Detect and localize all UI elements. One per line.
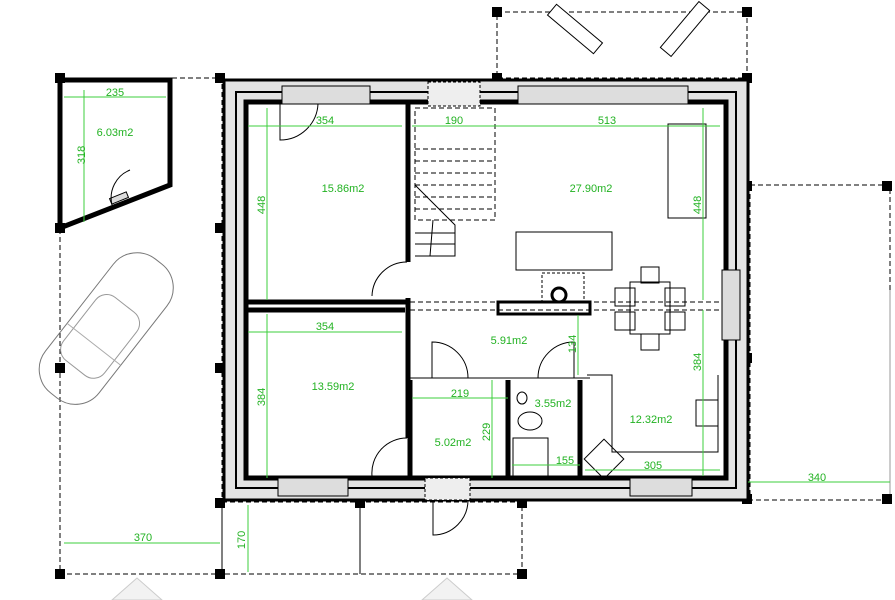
bedroom-top-depth-label: 448 — [256, 196, 268, 214]
shed-area-label: 6.03m2 — [97, 127, 134, 139]
kitchen-width-label: 305 — [644, 460, 662, 472]
bedroom-bottom-area-label: 13.59m2 — [312, 381, 355, 393]
interior-walls — [248, 104, 592, 478]
windows — [277, 81, 741, 501]
carport-width-label: 370 — [134, 532, 152, 544]
hall-area-label: 5.91m2 — [491, 335, 528, 347]
terrace-width-label: 340 — [808, 472, 826, 484]
kitchen-area-label: 12.32m2 — [630, 414, 673, 426]
bedroom-bottom-depth-label: 384 — [256, 388, 268, 406]
car-icon — [38, 252, 174, 405]
bedroom-top-area-label: 15.86m2 — [322, 183, 365, 195]
porch-depth-label: 170 — [236, 531, 248, 549]
shed-width-label: 235 — [106, 87, 124, 99]
utility-depth-label: 229 — [481, 423, 493, 441]
bedroom-bottom-width-label: 354 — [316, 321, 334, 333]
shed-depth-label: 318 — [76, 146, 88, 164]
dimension-lines — [64, 90, 890, 572]
living-width-label: 513 — [598, 115, 616, 127]
stair-width-label: 190 — [445, 115, 463, 127]
entrance-arrow-icon — [111, 577, 473, 600]
hall-depth-label: 134 — [567, 335, 579, 353]
bedroom-top-width-label: 354 — [316, 115, 334, 127]
shed — [57, 77, 173, 232]
doors — [279, 103, 575, 536]
bathroom-area-label: 3.55m2 — [535, 398, 572, 410]
kitchen-depth-label: 384 — [692, 353, 704, 371]
living-area-label: 27.90m2 — [570, 183, 613, 195]
bathroom-width-label: 155 — [556, 455, 574, 467]
utility-width-label: 219 — [451, 388, 469, 400]
sun-lounger-icon — [546, 0, 711, 58]
utility-area-label: 5.02m2 — [435, 437, 472, 449]
furniture — [512, 123, 719, 480]
living-depth-label: 448 — [692, 196, 704, 214]
labels: 235 318 6.03m2 354 190 513 448 448 15.86… — [76, 87, 826, 549]
